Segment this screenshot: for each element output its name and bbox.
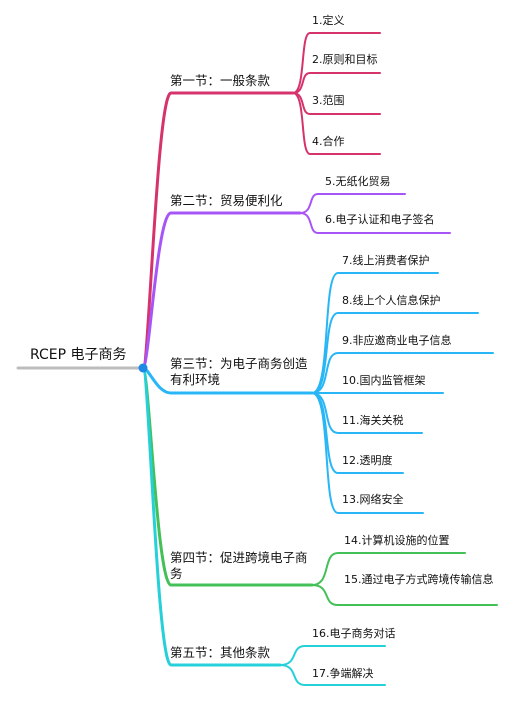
leaf-label-5: 5.无纸化贸易 xyxy=(325,175,391,188)
section-branch-2 xyxy=(141,211,302,370)
section-label-2: 第二节：贸易便利化 xyxy=(170,193,283,208)
leaf-branch-3-3 xyxy=(311,352,494,394)
leaf-label-4: 4.合作 xyxy=(312,135,345,148)
section-branch-1 xyxy=(141,91,295,370)
leaf-label-17: 17.争端解决 xyxy=(312,667,374,680)
leaf-branch-3-1 xyxy=(311,272,439,394)
root-node-dot xyxy=(138,363,148,373)
leaf-label-7: 7.线上消费者保护 xyxy=(342,254,430,267)
leaf-branch-3-7 xyxy=(311,392,424,514)
leaf-branch-2-1 xyxy=(299,193,406,214)
leaf-branch-1-4 xyxy=(292,92,381,155)
leaf-branch-4-2 xyxy=(311,584,498,606)
section-label-1: 第一节：一般条款 xyxy=(170,73,271,88)
leaf-label-15: 15.通过电子方式跨境传输信息 xyxy=(344,573,494,586)
leaf-branch-4-1 xyxy=(311,552,466,586)
section-label-4: 第四节：促进跨境电子商务 xyxy=(170,550,308,581)
leaf-label-2: 2.原则和目标 xyxy=(312,53,378,66)
section-label-5: 第五节：其他条款 xyxy=(170,645,271,660)
leaf-label-11: 11.海关关税 xyxy=(342,414,404,427)
section-label-3: 第三节：为电子商务创造有利环境 xyxy=(170,356,308,387)
leaf-label-3: 3.范围 xyxy=(312,94,345,107)
leaf-branch-1-1 xyxy=(292,32,381,94)
leaf-label-9: 9.非应邀商业电子信息 xyxy=(342,334,452,347)
section-branch-5 xyxy=(141,366,282,667)
leaf-branch-1-2 xyxy=(292,72,381,94)
leaf-label-6: 6.电子认证和电子签名 xyxy=(325,213,435,226)
leaf-branch-5-1 xyxy=(279,645,386,666)
leaf-label-8: 8.线上个人信息保护 xyxy=(342,294,441,307)
leaf-label-10: 10.国内监管框架 xyxy=(342,374,426,387)
leaf-branch-3-2 xyxy=(311,312,479,394)
leaf-branch-5-2 xyxy=(279,664,386,686)
root-label: RCEP 电子商务 xyxy=(30,347,127,363)
leaf-label-13: 13.网络安全 xyxy=(342,493,404,506)
leaf-label-14: 14.计算机设施的位置 xyxy=(344,534,450,547)
leaf-branch-2-2 xyxy=(299,212,451,234)
leaf-label-16: 16.电子商务对话 xyxy=(312,627,396,640)
leaf-label-1: 1.定义 xyxy=(312,14,345,27)
leaf-label-12: 12.透明度 xyxy=(342,454,393,467)
